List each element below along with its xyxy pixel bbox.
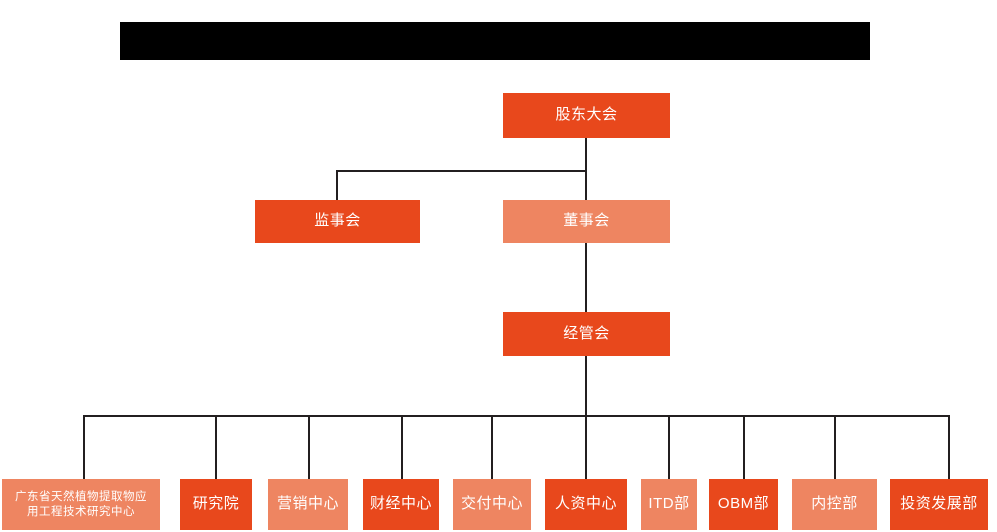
node-board-of-supervisors[interactable]: 监事会: [255, 200, 420, 243]
department-node-research-institute[interactable]: 研究院: [180, 479, 252, 530]
connector-shareholders-down: [585, 138, 587, 172]
department-label: 人资中心: [554, 495, 617, 513]
connector-department-drop-3: [308, 415, 310, 479]
connector-directors-to-management: [585, 243, 587, 312]
department-node-hr-center[interactable]: 人资中心: [545, 479, 627, 530]
department-label: 研究院: [192, 495, 240, 513]
node-label: 经管会: [563, 324, 610, 342]
connector-department-drop-8: [743, 415, 745, 479]
node-shareholders-meeting[interactable]: 股东大会: [503, 93, 670, 138]
department-node-finance-center[interactable]: 财经中心: [363, 479, 439, 530]
connector-department-drop-2: [215, 415, 217, 479]
department-label: 广东省天然植物提取物应用工程技术研究中心: [15, 491, 147, 518]
department-node-itd[interactable]: ITD部: [641, 479, 697, 530]
node-label: 监事会: [314, 212, 361, 230]
department-node-obm[interactable]: OBM部: [709, 479, 778, 530]
department-label: 内控部: [811, 495, 858, 513]
connector-department-drop-6: [585, 415, 587, 479]
connector-supervisors-drop: [336, 170, 338, 200]
department-label: 营销中心: [276, 495, 339, 513]
connector-department-drop-1: [83, 415, 85, 479]
connector-level2-bus: [336, 170, 586, 172]
department-node-internal-control[interactable]: 内控部: [792, 479, 877, 530]
department-node-investment-development[interactable]: 投资发展部: [890, 479, 988, 530]
connector-department-drop-4: [401, 415, 403, 479]
connector-department-drop-10: [948, 415, 950, 479]
connector-department-drop-5: [491, 415, 493, 479]
connector-department-drop-7: [668, 415, 670, 479]
department-label: 投资发展部: [900, 495, 978, 513]
connector-management-down: [585, 356, 587, 416]
node-label: 董事会: [563, 212, 610, 230]
department-label: ITD部: [648, 495, 690, 513]
connector-department-drop-9: [834, 415, 836, 479]
title-banner: [120, 22, 870, 60]
department-label: OBM部: [717, 495, 770, 513]
connector-directors-drop: [585, 170, 587, 200]
node-board-of-directors[interactable]: 董事会: [503, 200, 670, 243]
node-label: 股东大会: [555, 106, 618, 124]
connector-department-bus: [83, 415, 949, 417]
department-label: 财经中心: [369, 495, 432, 513]
node-management-committee[interactable]: 经管会: [503, 312, 670, 356]
department-node-research-center[interactable]: 广东省天然植物提取物应用工程技术研究中心: [2, 479, 160, 530]
department-label: 交付中心: [460, 495, 523, 513]
department-node-delivery-center[interactable]: 交付中心: [453, 479, 531, 530]
department-node-marketing-center[interactable]: 营销中心: [268, 479, 348, 530]
